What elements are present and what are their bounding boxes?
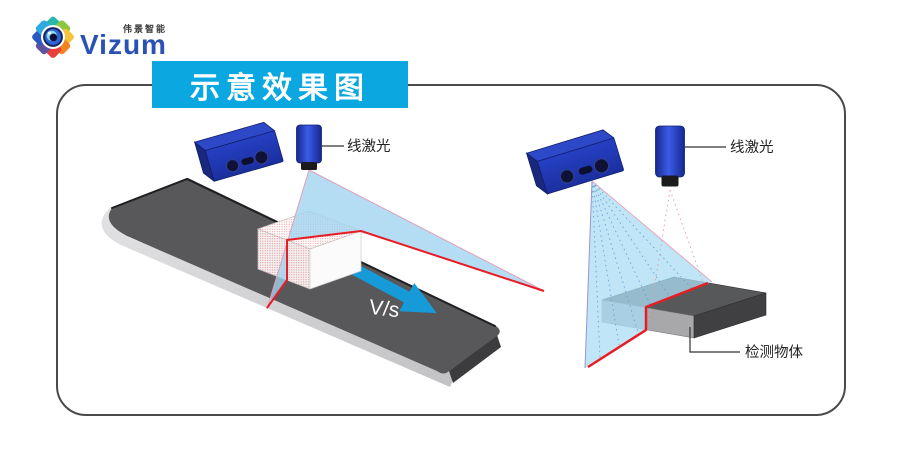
camera-lens-icon — [559, 168, 575, 184]
right-diagram: 线激光 检测物体 — [525, 125, 803, 369]
object-label: 检测物体 — [745, 344, 803, 361]
laser-label-right: 线激光 — [730, 139, 774, 156]
camera-rays — [591, 181, 697, 359]
speed-label: V/s — [368, 296, 401, 323]
laser-profile-line-right — [587, 281, 709, 369]
page-title-banner: 示意效果图 — [152, 61, 408, 108]
page-title: 示意效果图 — [190, 71, 370, 105]
camera-lens-icon — [593, 158, 610, 174]
laser-rays — [648, 189, 704, 321]
camera-lens-icon — [225, 158, 240, 173]
belt-right-end — [449, 335, 501, 383]
vizum-logo-icon — [32, 16, 74, 58]
camera-projector-icon — [241, 156, 254, 166]
company-name-cn: 伟景智能 — [123, 24, 168, 34]
left-diagram: V/s — [101, 121, 545, 387]
camera-lens-icon — [254, 150, 269, 165]
belt-outline — [111, 177, 496, 327]
logo-eye-icon — [40, 24, 66, 50]
speed-arrow — [349, 262, 437, 314]
line-laser-left — [296, 124, 322, 170]
laser-profile-line-left — [266, 230, 545, 309]
belt-front-edge — [101, 207, 457, 387]
stereo-camera-left — [193, 121, 284, 183]
camera-fov-beam — [584, 180, 713, 369]
line-laser-right — [655, 125, 685, 187]
brand-name: Vizum — [80, 29, 167, 60]
stereo-camera-right — [525, 129, 624, 195]
camera-projector-icon — [578, 165, 593, 175]
vizum-logo: Vizum 伟景智能 — [28, 12, 228, 72]
label-connector-object — [689, 327, 740, 353]
laser-label-left: 线激光 — [347, 138, 391, 155]
